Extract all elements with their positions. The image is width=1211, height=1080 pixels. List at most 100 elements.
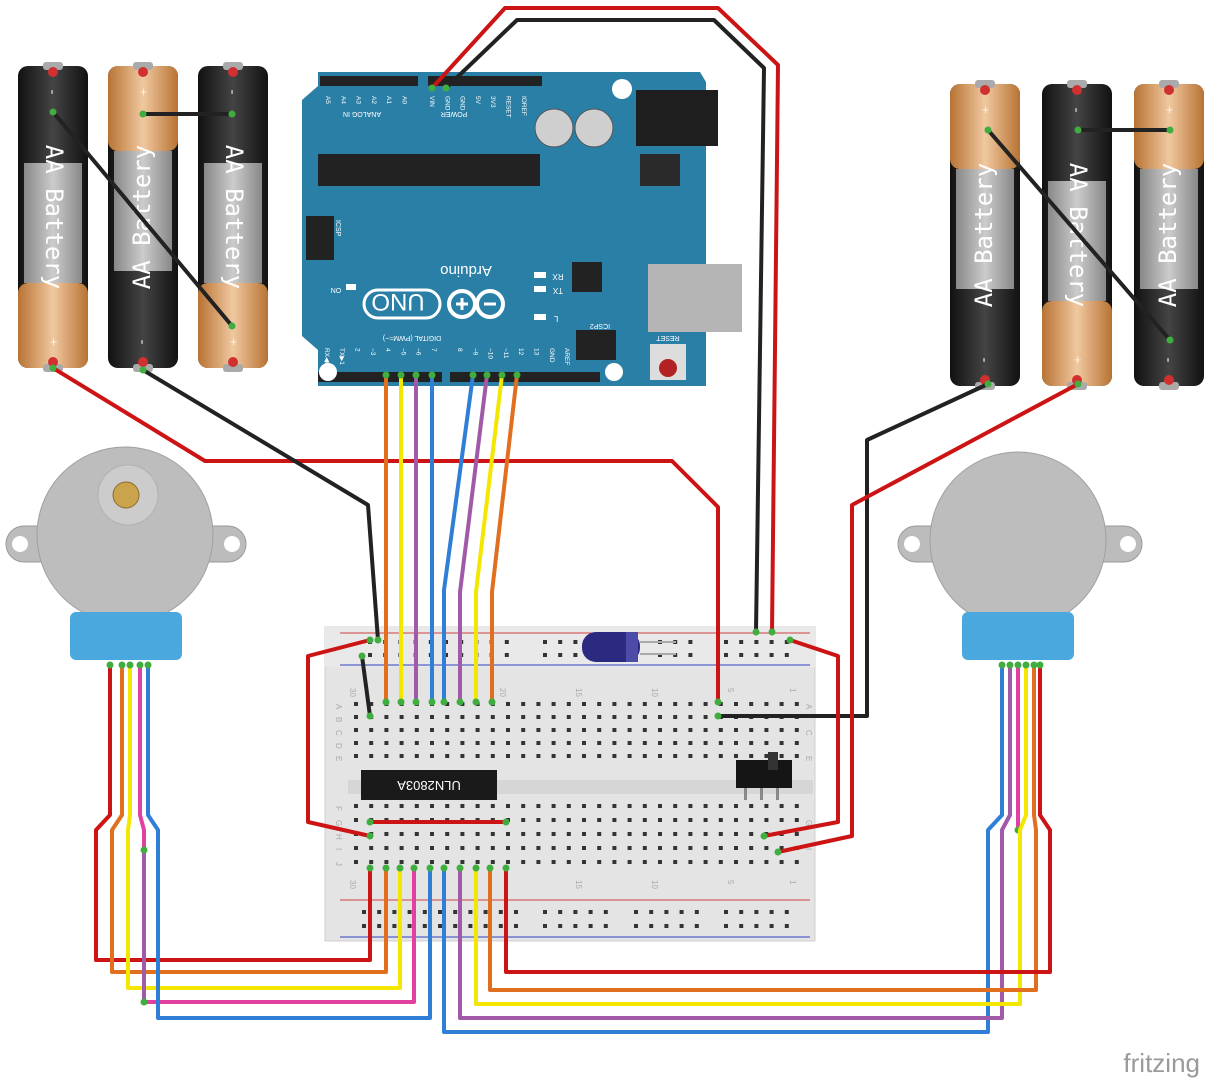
power-pin-label-6: IOREF xyxy=(520,96,527,116)
bb-hole xyxy=(384,846,389,850)
reset-button[interactable] xyxy=(659,359,677,377)
bb-hole xyxy=(597,702,602,706)
bb-col-5-bottom: 5 xyxy=(726,880,735,885)
bb-hole xyxy=(414,846,419,850)
bb-hole xyxy=(475,804,480,808)
bb-hole xyxy=(490,728,495,732)
battery-terminal-top: - xyxy=(225,90,240,95)
bb-hole xyxy=(703,728,708,732)
bb-hole xyxy=(703,860,708,864)
bb-hole xyxy=(384,741,389,745)
bb-hole xyxy=(551,728,556,732)
bb-hole xyxy=(566,860,571,864)
battery-terminal-bottom: + xyxy=(45,338,60,346)
bb-hole xyxy=(764,754,769,758)
bb-hole xyxy=(460,832,465,836)
battery-terminal-bottom: - xyxy=(1161,358,1176,363)
bb-hole xyxy=(521,860,526,864)
bb-hole xyxy=(688,804,693,808)
bb-row-a: A xyxy=(334,704,343,710)
bb-hole xyxy=(703,818,708,822)
bb-hole xyxy=(703,804,708,808)
wire-endpoint xyxy=(984,380,992,388)
bb-row-e-right: E xyxy=(804,756,813,761)
wire-endpoint xyxy=(486,864,494,872)
bb-hole xyxy=(354,818,358,822)
bb-hole xyxy=(749,846,754,850)
tx-label: TX xyxy=(552,286,563,295)
bb-hole xyxy=(658,741,662,745)
bb-hole xyxy=(566,846,571,850)
digital-pin-label-6: TX▶1 xyxy=(338,348,345,365)
bb-hole xyxy=(392,924,397,928)
bb-hole xyxy=(764,846,769,850)
bb-hole xyxy=(658,728,662,732)
bb-hole xyxy=(703,715,708,719)
bb-hole xyxy=(718,860,723,864)
bb-hole xyxy=(506,754,510,758)
wire-d11 xyxy=(474,373,504,704)
bb-hole xyxy=(536,715,541,719)
bb-hole xyxy=(673,715,678,719)
bb-hole xyxy=(718,741,723,745)
wire-right-motor-purple xyxy=(458,663,1012,1020)
battery-terminal-bottom: + xyxy=(1069,356,1084,364)
wire-endpoint xyxy=(366,832,374,840)
bb-hole xyxy=(558,640,563,644)
wire-endpoint xyxy=(440,864,448,872)
bb-hole xyxy=(688,653,693,657)
wire-right-pack-plus xyxy=(776,382,1080,854)
bb-hole xyxy=(673,728,678,732)
analog-pin-label-5: A0 xyxy=(401,96,408,104)
bb-hole xyxy=(673,832,678,836)
bb-hole xyxy=(399,832,404,836)
bb-hole xyxy=(718,846,723,850)
wire-bb-rail-left xyxy=(306,638,372,838)
wire-endpoint xyxy=(498,371,506,379)
wire-left-batt-link-1 xyxy=(51,110,234,328)
bb-hole xyxy=(445,846,450,850)
bb-hole xyxy=(430,741,434,745)
bb-hole xyxy=(634,924,638,928)
bb-hole xyxy=(536,741,541,745)
bb-hole xyxy=(460,754,465,758)
bb-hole xyxy=(582,702,586,706)
bb-hole xyxy=(779,846,784,850)
bb-hole xyxy=(769,653,774,657)
bb-col-1-bottom: 1 xyxy=(788,880,797,885)
bb-hole xyxy=(597,846,602,850)
bb-hole xyxy=(445,728,450,732)
wire-right-motor-orange xyxy=(488,663,1038,992)
bb-hole xyxy=(754,640,759,644)
reset-label: RESET xyxy=(656,334,680,341)
power-pin-label-2: GND xyxy=(459,96,466,111)
bb-hole xyxy=(703,846,708,850)
bb-hole xyxy=(688,818,693,822)
bb-hole xyxy=(414,715,419,719)
bb-hole xyxy=(754,924,759,928)
slide-switch[interactable] xyxy=(736,752,792,800)
bb-hole xyxy=(414,728,419,732)
bb-hole xyxy=(369,702,374,706)
bb-hole xyxy=(566,818,571,822)
wire-endpoint xyxy=(139,366,147,374)
bb-hole xyxy=(642,832,647,836)
bb-hole xyxy=(368,653,372,657)
bb-hole xyxy=(407,924,412,928)
wire-endpoint xyxy=(366,636,374,644)
bb-hole xyxy=(490,715,495,719)
battery-left-1: AA Battery-+ xyxy=(18,62,88,372)
bb-hole xyxy=(468,910,473,914)
bb-hole xyxy=(543,640,547,644)
wire-d10 xyxy=(458,373,489,704)
bb-row-b: B xyxy=(334,717,343,722)
wire-endpoint xyxy=(1030,661,1038,669)
wire-endpoint xyxy=(428,698,436,706)
wire-endpoint xyxy=(1166,336,1174,344)
bb-hole xyxy=(573,653,578,657)
bb-col-1: 1 xyxy=(788,688,797,693)
bb-hole xyxy=(414,741,419,745)
bb-hole xyxy=(551,754,556,758)
arduino-uno: Arduino UNO ANALOG IN POWER DIGITAL (PWM… xyxy=(302,72,742,386)
bb-hole xyxy=(612,818,617,822)
